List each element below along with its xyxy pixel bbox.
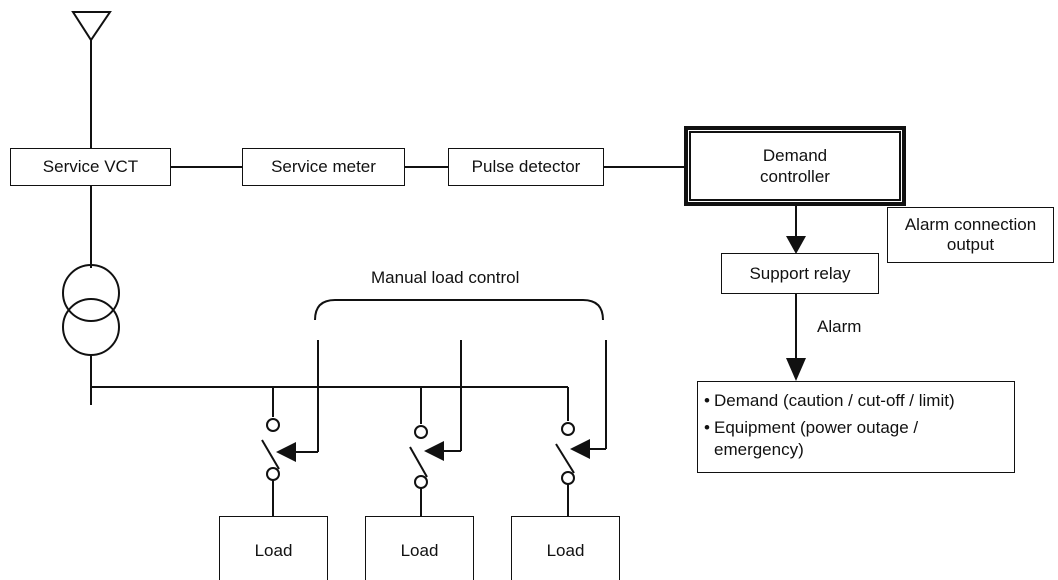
transformer-icon-lower xyxy=(62,298,120,356)
service-vct-label: Service VCT xyxy=(42,157,139,177)
demand-controller-label: Demand controller xyxy=(760,145,830,186)
support-relay-label: Support relay xyxy=(749,263,851,283)
relay-to-alarm-arrowhead xyxy=(786,358,806,381)
antenna-icon xyxy=(71,11,112,42)
alarm-connection-output-box: Alarm connection output xyxy=(887,207,1054,263)
bullet: • xyxy=(704,391,710,410)
load-box-1: Load xyxy=(219,516,328,580)
alarm-list-box: • Demand (caution / cut-off / limit) • E… xyxy=(697,381,1015,473)
switch-1-blade xyxy=(261,439,280,470)
service-vct-box: Service VCT xyxy=(10,148,171,186)
switch-1-actuator-arrowhead xyxy=(276,442,296,462)
switch-2-contact-bottom xyxy=(414,475,428,489)
pulse-detector-label: Pulse detector xyxy=(471,157,581,177)
load-label: Load xyxy=(254,541,293,561)
manual-load-control-label: Manual load control xyxy=(371,268,520,287)
alarm-item-text: Demand (caution / cut-off / limit) xyxy=(714,391,955,410)
alarm-item-demand: • Demand (caution / cut-off / limit) xyxy=(704,390,1008,411)
alarm-item-equipment: • Equipment (power outage / emergency) xyxy=(704,417,1008,460)
load-box-2: Load xyxy=(365,516,474,580)
switch-3-contact-bottom xyxy=(561,471,575,485)
manual-control-brace xyxy=(314,299,604,321)
switch-2-contact-top xyxy=(414,425,428,439)
alarm-connection-output-label: Alarm connection output xyxy=(904,215,1037,254)
pulse-detector-box: Pulse detector xyxy=(448,148,604,186)
switch-3-blade xyxy=(555,443,575,474)
service-meter-box: Service meter xyxy=(242,148,405,186)
load-label: Load xyxy=(400,541,439,561)
load-label: Load xyxy=(546,541,585,561)
controller-to-relay-arrowhead xyxy=(786,236,806,254)
switch-3-actuator-arrowhead xyxy=(570,439,590,459)
service-meter-label: Service meter xyxy=(271,157,376,177)
alarm-label: Alarm xyxy=(817,317,862,336)
bullet: • xyxy=(704,418,710,438)
switch-1-contact-bottom xyxy=(266,467,280,481)
transformer-icon-upper xyxy=(62,264,120,322)
load-box-3: Load xyxy=(511,516,620,580)
switch-1-contact-top xyxy=(266,418,280,432)
switch-2-actuator-arrowhead xyxy=(424,441,444,461)
switch-3-contact-top xyxy=(561,422,575,436)
switch-2-blade xyxy=(409,446,428,478)
demand-controller-box: Demand controller xyxy=(684,126,906,206)
support-relay-box: Support relay xyxy=(721,253,879,294)
alarm-item-text: Equipment (power outage / emergency) xyxy=(714,418,919,459)
